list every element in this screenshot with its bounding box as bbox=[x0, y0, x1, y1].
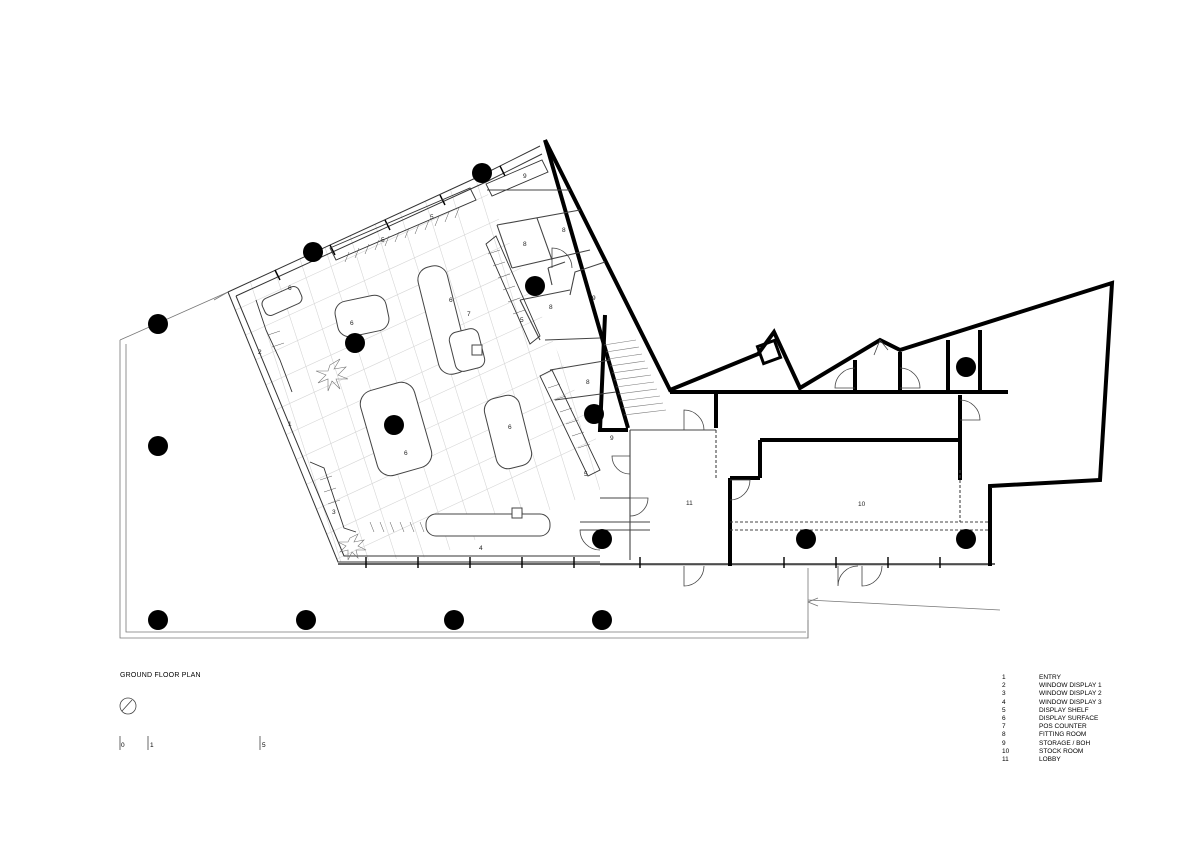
column bbox=[592, 529, 612, 549]
room-tag-window-display-1: 2 bbox=[258, 349, 262, 356]
legend-row: 10 STOCK ROOM bbox=[1002, 748, 1102, 756]
legend-row: 1 ENTRY bbox=[1002, 674, 1102, 682]
door-swings bbox=[551, 247, 981, 587]
legend-row: 8 FITTING ROOM bbox=[1002, 731, 1102, 739]
column bbox=[796, 529, 816, 549]
legend-row: 11 LOBBY bbox=[1002, 756, 1102, 764]
north-arrow bbox=[119, 697, 137, 715]
legend-row: 6 DISPLAY SURFACE bbox=[1002, 715, 1102, 723]
legend-number: 7 bbox=[1002, 723, 1006, 731]
column bbox=[956, 529, 976, 549]
legend-number: 8 bbox=[1002, 731, 1006, 739]
column bbox=[956, 357, 976, 377]
room-tag-lobby: 11 bbox=[686, 500, 693, 507]
column bbox=[592, 610, 612, 630]
legend-number: 5 bbox=[1002, 706, 1006, 714]
legend-number: 3 bbox=[1002, 690, 1006, 698]
drawing-title: GROUND FLOOR PLAN bbox=[120, 672, 201, 679]
room-tag-display-surface: 6 bbox=[508, 424, 512, 431]
legend-label: FITTING ROOM bbox=[1039, 731, 1087, 739]
room-tag-fitting-room: 8 bbox=[586, 379, 590, 386]
shop-perimeter bbox=[227, 145, 995, 565]
column bbox=[345, 333, 365, 353]
legend-label: WINDOW DISPLAY 2 bbox=[1039, 690, 1102, 698]
room-tag-window-display-2: 3 bbox=[332, 509, 336, 516]
site-outline bbox=[119, 291, 1001, 639]
scale-tick-label: 1 bbox=[150, 742, 154, 749]
room-tags: 1 2 3 4 5 5 5 5 6 6 6 6 6 7 8 8 8 8 9 9 … bbox=[258, 173, 866, 552]
column bbox=[472, 163, 492, 183]
room-tag-window-display-3: 4 bbox=[479, 545, 483, 552]
floor-grid bbox=[228, 176, 600, 562]
legend-label: STORAGE / BOH bbox=[1039, 739, 1091, 747]
scale-tick-label: 5 bbox=[262, 742, 266, 749]
legend-label: ENTRY bbox=[1039, 674, 1061, 681]
room-tag-pos-counter: 7 bbox=[467, 311, 471, 318]
back-of-house-partitions bbox=[487, 189, 990, 560]
legend-number: 4 bbox=[1002, 698, 1006, 706]
legend-number: 9 bbox=[1002, 739, 1006, 747]
legend-number: 6 bbox=[1002, 715, 1006, 723]
legend-row: 7 POS COUNTER bbox=[1002, 723, 1102, 731]
legend-label: POS COUNTER bbox=[1039, 723, 1087, 731]
legend-number: 10 bbox=[1002, 747, 1010, 755]
room-tag-display-shelf: 5 bbox=[520, 317, 524, 324]
legend-label: DISPLAY SURFACE bbox=[1039, 715, 1099, 723]
room-tag-fitting-room: 8 bbox=[523, 241, 527, 248]
room-tag-stock-room: 10 bbox=[858, 501, 866, 508]
legend-label: DISPLAY SHELF bbox=[1039, 706, 1089, 714]
stair bbox=[603, 339, 667, 416]
room-tag-display-shelf: 5 bbox=[430, 214, 434, 221]
structural-columns bbox=[148, 163, 976, 630]
legend-label: STOCK ROOM bbox=[1039, 747, 1084, 755]
legend-number: 11 bbox=[1002, 756, 1009, 764]
room-tag-storage: 9 bbox=[523, 173, 527, 180]
room-tag-storage: 9 bbox=[592, 295, 596, 302]
service-shaft bbox=[755, 338, 783, 366]
legend-number: 2 bbox=[1002, 682, 1006, 690]
legend-label: LOBBY bbox=[1039, 756, 1061, 764]
legend-label: WINDOW DISPLAY 3 bbox=[1039, 698, 1102, 706]
room-tag-display-shelf: 5 bbox=[584, 471, 588, 478]
room-tag-fitting-room: 8 bbox=[549, 304, 553, 311]
room-tag-display-surface: 6 bbox=[449, 297, 453, 304]
column bbox=[584, 404, 604, 424]
legend-label: WINDOW DISPLAY 1 bbox=[1039, 682, 1102, 690]
scale-bar bbox=[119, 736, 261, 750]
room-tag-fitting-room: 8 bbox=[562, 227, 566, 234]
legend-row: 5 DISPLAY SHELF bbox=[1002, 707, 1102, 715]
scale-tick-label: 0 bbox=[121, 742, 125, 749]
legend-row: 2 WINDOW DISPLAY 1 bbox=[1002, 682, 1102, 690]
display-shelves bbox=[255, 159, 601, 533]
column bbox=[444, 610, 464, 630]
legend-row: 3 WINDOW DISPLAY 2 bbox=[1002, 690, 1102, 698]
column bbox=[296, 610, 316, 630]
legend-row: 4 WINDOW DISPLAY 3 bbox=[1002, 699, 1102, 707]
room-tag-entry: 1 bbox=[288, 421, 292, 428]
column bbox=[148, 610, 168, 630]
room-tag-display-surface: 6 bbox=[404, 450, 408, 457]
legend-number: 1 bbox=[1002, 674, 1006, 681]
column bbox=[303, 242, 323, 262]
display-surfaces bbox=[261, 265, 551, 537]
column bbox=[148, 436, 168, 456]
room-tag-display-surface: 6 bbox=[288, 285, 292, 292]
room-tag-display-shelf: 5 bbox=[381, 237, 385, 244]
column bbox=[384, 415, 404, 435]
room-tag-display-surface: 6 bbox=[350, 320, 354, 327]
shelf-hatching bbox=[267, 207, 591, 533]
legend-row: 9 STORAGE / BOH bbox=[1002, 740, 1102, 748]
room-tag-storage: 9 bbox=[610, 435, 614, 442]
column bbox=[525, 276, 545, 296]
column bbox=[148, 314, 168, 334]
window-mullions bbox=[274, 165, 941, 568]
planters bbox=[315, 358, 367, 561]
